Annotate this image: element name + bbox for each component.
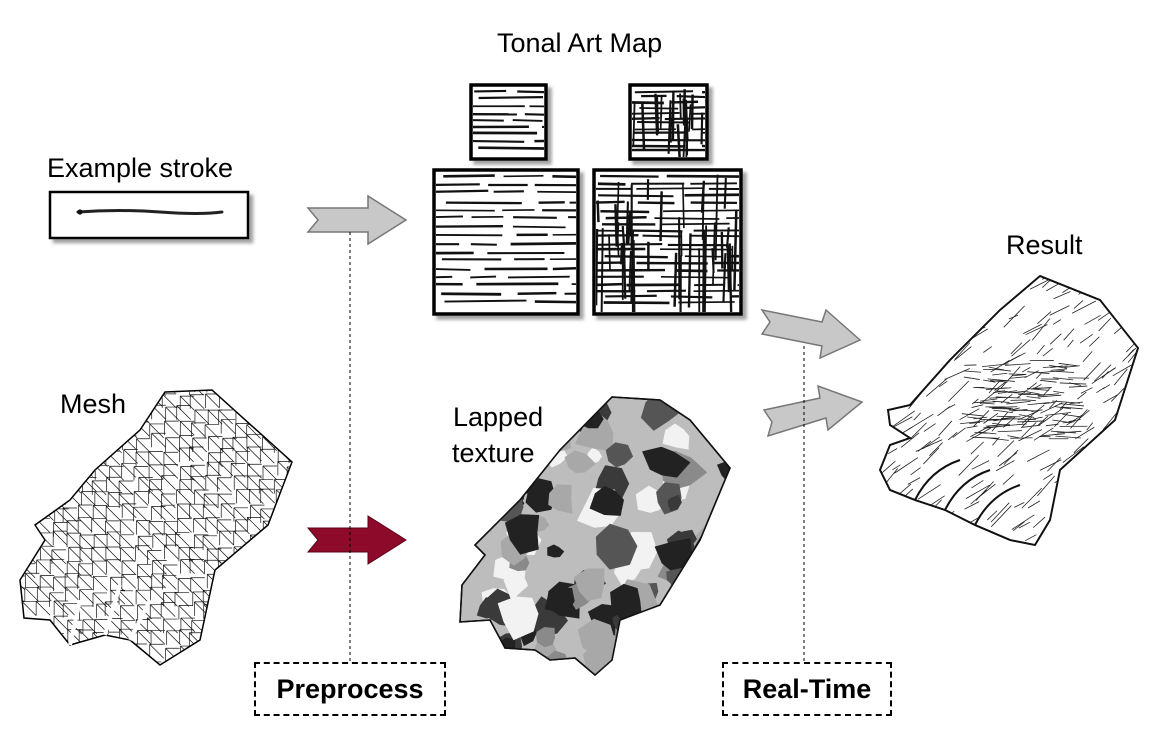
result-label: Result [1006, 230, 1083, 260]
preprocess-phase-box: Preprocess [254, 662, 446, 716]
example-stroke-label: Example stroke [47, 153, 234, 183]
arrow-mesh-to-lapped [306, 515, 407, 565]
arrow-lapped-to-result [762, 384, 864, 438]
realtime-phase-box: Real-Time [722, 662, 892, 716]
tonal-art-map [432, 83, 743, 316]
mesh-hand [19, 389, 293, 666]
lapped-texture-label-line2: texture [452, 438, 535, 468]
tam-tile-light-large [432, 168, 580, 316]
example-stroke-mark [76, 209, 224, 215]
arrow-stroke-to-tam [306, 194, 408, 246]
example-stroke-box [48, 190, 250, 240]
mesh-label: Mesh [60, 389, 127, 419]
arrow-tam-to-result [760, 308, 862, 360]
result-hand [879, 275, 1139, 546]
tonal-art-map-label: Tonal Art Map [497, 28, 663, 58]
lapped-texture-label-line1: Lapped [453, 402, 544, 432]
